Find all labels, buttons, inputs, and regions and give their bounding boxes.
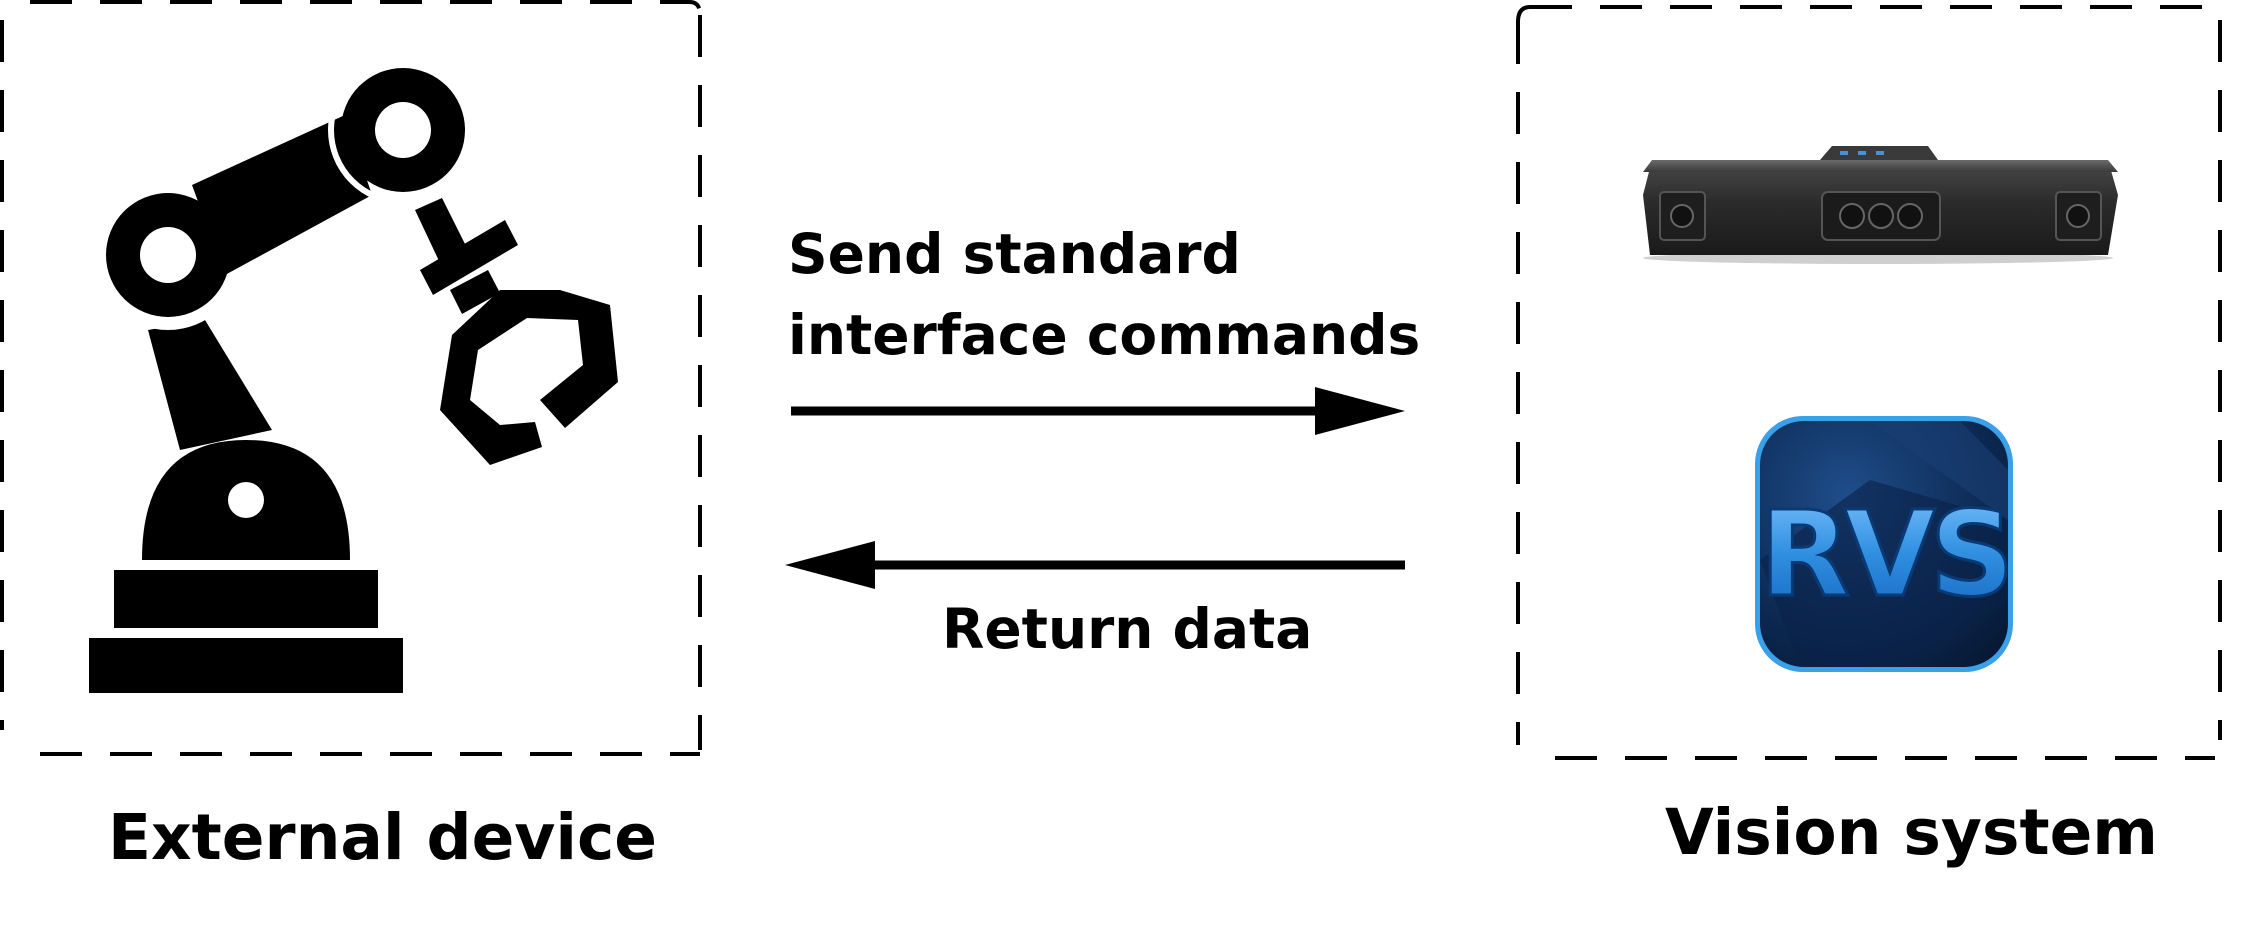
rvs-logo-text: RVS [1759, 485, 2008, 623]
send-arrow-label: Send standard interface commands [788, 214, 1420, 376]
3d-camera-icon [1643, 146, 2118, 264]
external-device-box [0, 0, 702, 756]
return-arrow [785, 541, 1405, 589]
send-arrow-label-line1: Send standard [788, 222, 1241, 286]
robot-arm-icon [89, 55, 618, 693]
send-arrow [791, 387, 1405, 435]
rvs-logo-icon: RVS [1755, 416, 2016, 672]
return-arrow-label: Return data [942, 597, 1313, 661]
vision-system-label: Vision system [1665, 796, 2158, 869]
send-arrow-label-line2: interface commands [788, 303, 1421, 367]
vision-system-box [1516, 5, 2222, 760]
external-device-label: External device [108, 801, 658, 874]
